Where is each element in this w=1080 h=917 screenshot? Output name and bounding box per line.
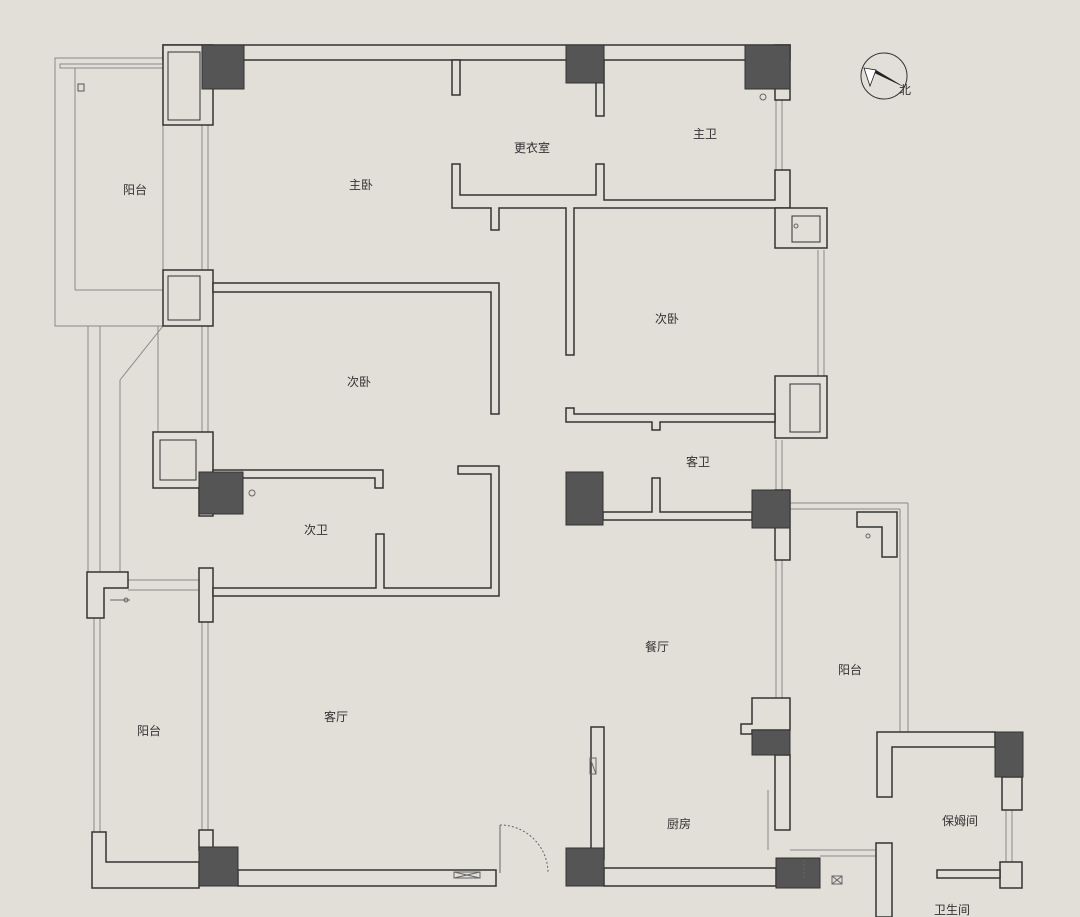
room-label-balcony-east: 阳台 xyxy=(838,662,862,677)
room-label-balcony-south: 阳台 xyxy=(137,723,161,738)
room-label-balcony-north: 阳台 xyxy=(123,182,147,197)
compass: 北 xyxy=(860,52,911,100)
room-label-kitchen: 厨房 xyxy=(667,816,691,831)
compass-label: 北 xyxy=(899,83,911,97)
room-label-second-bath: 次卫 xyxy=(304,523,328,537)
room-label-bathroom: 卫生间 xyxy=(934,903,970,917)
room-label-dressing-room: 更衣室 xyxy=(514,140,550,155)
columns xyxy=(198,44,1024,889)
room-label-master-bath: 主卫 xyxy=(693,127,717,141)
room-label-maid-room: 保姆间 xyxy=(942,814,978,828)
room-label-second-bedroom-left: 次卧 xyxy=(347,375,371,389)
room-label-guest-bath: 客卫 xyxy=(686,454,710,469)
room-label-living-room: 客厅 xyxy=(324,709,348,724)
room-label-dining-room: 餐厅 xyxy=(645,639,669,654)
room-label-master-bedroom: 主卧 xyxy=(349,178,373,192)
walls xyxy=(86,44,1023,917)
room-label-second-bedroom-right: 次卧 xyxy=(655,312,679,326)
fixtures xyxy=(110,93,871,885)
room-labels: 主卧 更衣室 主卫 阳台 次卧 次卧 客卫 次卫 餐厅 客厅 阳台 阳台 厨房 … xyxy=(123,127,978,917)
